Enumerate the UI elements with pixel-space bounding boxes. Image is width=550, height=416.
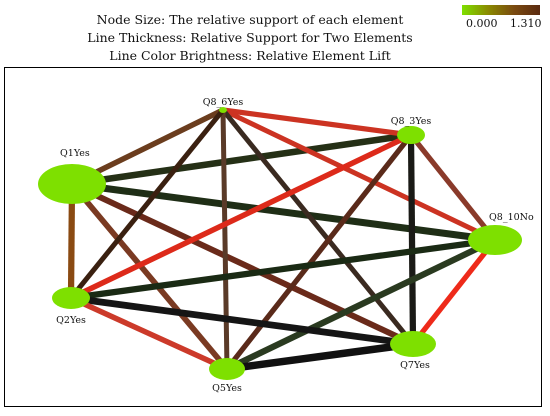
edge-Q8_10No-Q5Yes bbox=[225, 237, 497, 372]
edge-Q7Yes-Q2Yes bbox=[70, 294, 414, 348]
edge-Q1Yes-Q8_3Yes bbox=[71, 131, 412, 188]
node-label-Q8_3Yes: Q8_3Yes bbox=[391, 116, 432, 127]
node-label-Q8_10No: Q8_10No bbox=[489, 212, 534, 223]
node-Q7Yes[interactable] bbox=[390, 331, 436, 357]
edge-Q8_10No-Q7Yes bbox=[410, 238, 498, 346]
edge-Q8_3Yes-Q2Yes bbox=[69, 132, 413, 301]
node-label-Q1Yes: Q1Yes bbox=[60, 148, 90, 159]
edge-Q8_6Yes-Q2Yes bbox=[69, 108, 225, 300]
node-Q1Yes[interactable] bbox=[38, 164, 106, 204]
edge-Q1Yes-Q7Yes bbox=[70, 181, 415, 347]
edge-Q8_3Yes-Q5Yes bbox=[224, 133, 414, 371]
node-Q8_3Yes[interactable] bbox=[397, 126, 425, 144]
edge-Q1Yes-Q8_10No bbox=[71, 180, 496, 244]
legend-node-size: Node Size: The relative support of each … bbox=[96, 12, 404, 27]
node-layer bbox=[38, 107, 522, 380]
color-scale-bar bbox=[462, 5, 540, 15]
node-label-Q2Yes: Q2Yes bbox=[56, 315, 86, 326]
edge-Q8_3Yes-Q8_10No bbox=[408, 133, 498, 242]
edge-Q8_6Yes-Q7Yes bbox=[221, 108, 415, 346]
edge-layer bbox=[67, 107, 498, 373]
edge-Q1Yes-Q5Yes bbox=[69, 182, 230, 371]
edge-Q8_6Yes-Q5Yes bbox=[220, 109, 230, 370]
node-label-Q5Yes: Q5Yes bbox=[212, 383, 242, 394]
edge-Q8_6Yes-Q8_3Yes bbox=[222, 107, 412, 138]
edge-Q5Yes-Q2Yes bbox=[69, 295, 229, 372]
node-Q5Yes[interactable] bbox=[209, 358, 245, 380]
color-scale-min-label: 0.000 bbox=[466, 17, 498, 30]
node-Q2Yes[interactable] bbox=[52, 287, 90, 309]
node-label-Q7Yes: Q7Yes bbox=[400, 360, 430, 371]
color-scale-max-label: 1.310 bbox=[510, 17, 542, 30]
legend-line-thickness: Line Thickness: Relative Support for Two… bbox=[87, 30, 413, 45]
node-Q8_10No[interactable] bbox=[468, 225, 522, 255]
legend-line-color: Line Color Brightness: Relative Element … bbox=[109, 48, 391, 63]
edge-Q8_10No-Q2Yes bbox=[70, 236, 496, 302]
node-label-Q8_6Yes: Q8_6Yes bbox=[203, 97, 244, 108]
edge-Q7Yes-Q5Yes bbox=[226, 340, 414, 373]
node-Q8_6Yes[interactable] bbox=[219, 107, 227, 113]
edge-Q8_6Yes-Q8_10No bbox=[221, 107, 497, 243]
edge-Q8_3Yes-Q7Yes bbox=[407, 134, 417, 345]
